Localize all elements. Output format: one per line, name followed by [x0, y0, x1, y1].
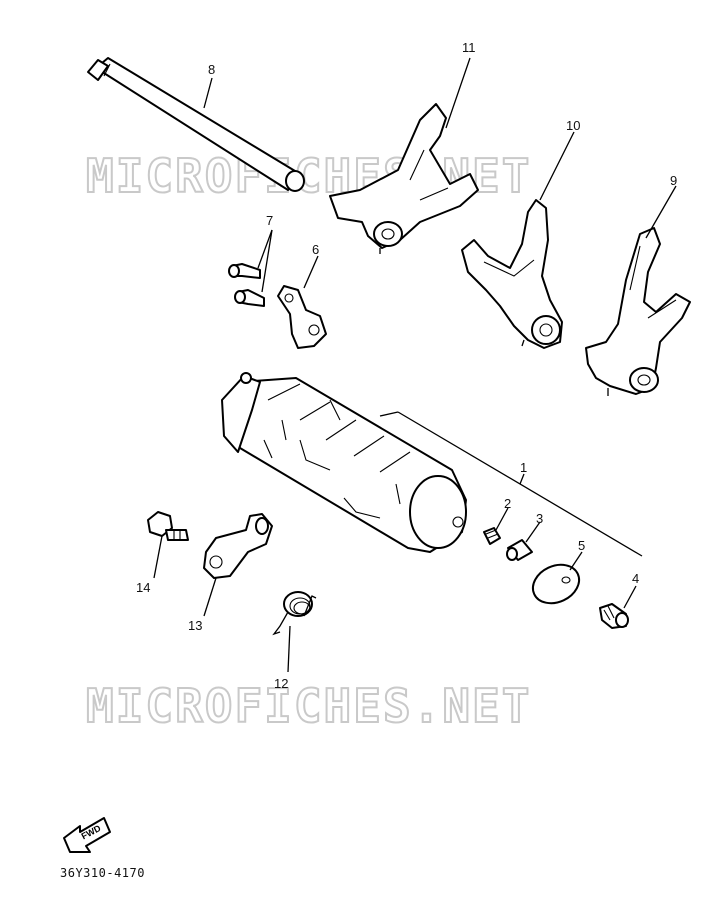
leader-14	[153, 535, 163, 579]
part-10-shift-fork[interactable]	[461, 199, 563, 349]
callout-10: 10	[566, 118, 580, 133]
diagram-code: 36Y310-4170	[60, 866, 145, 880]
callout-1: 1	[520, 460, 527, 475]
watermark-bottom: MICROFICHES.NET	[86, 679, 531, 733]
leader-1-a	[379, 411, 399, 417]
leader-7a	[257, 229, 273, 269]
callout-6: 6	[312, 242, 319, 257]
leader-1-c	[519, 473, 525, 485]
callout-8: 8	[208, 62, 215, 77]
callout-2: 2	[504, 496, 511, 511]
leader-10	[539, 131, 575, 201]
leader-7b	[261, 229, 273, 293]
fwd-arrow-icon: FWD	[63, 817, 111, 853]
part-12-torsion-spring[interactable]	[272, 591, 317, 636]
part-3-dowel[interactable]	[506, 539, 533, 561]
part-9-shift-fork[interactable]	[585, 227, 691, 396]
part-4-screw[interactable]	[599, 603, 629, 629]
leader-8	[203, 77, 213, 109]
leader-3	[525, 521, 541, 543]
leader-12	[287, 625, 291, 673]
part-1-shift-cam[interactable]	[221, 372, 467, 553]
part-11-shift-fork[interactable]	[329, 103, 479, 254]
callout-3: 3	[536, 511, 543, 526]
part-6-stopper-plate[interactable]	[277, 285, 327, 349]
part-2-pin[interactable]	[483, 527, 501, 545]
leader-5	[569, 551, 583, 571]
part-13-stopper-lever[interactable]	[203, 513, 273, 579]
leader-4	[623, 585, 637, 609]
callout-13: 13	[188, 618, 202, 633]
callout-12: 12	[274, 676, 288, 691]
leader-6	[303, 255, 319, 289]
part-8-guide-bar[interactable]	[87, 57, 305, 192]
callout-11: 11	[462, 40, 476, 55]
part-5-washer[interactable]	[527, 558, 586, 611]
leader-2	[495, 507, 509, 531]
part-14-bolt[interactable]	[147, 511, 189, 541]
leader-11	[445, 57, 471, 129]
callout-7: 7	[266, 213, 273, 228]
callout-9: 9	[670, 173, 677, 188]
leader-9	[645, 185, 677, 239]
leader-13	[203, 577, 217, 617]
part-7-screws[interactable]	[228, 263, 265, 307]
callout-4: 4	[632, 571, 639, 586]
callout-14: 14	[136, 580, 150, 595]
callout-5: 5	[578, 538, 585, 553]
